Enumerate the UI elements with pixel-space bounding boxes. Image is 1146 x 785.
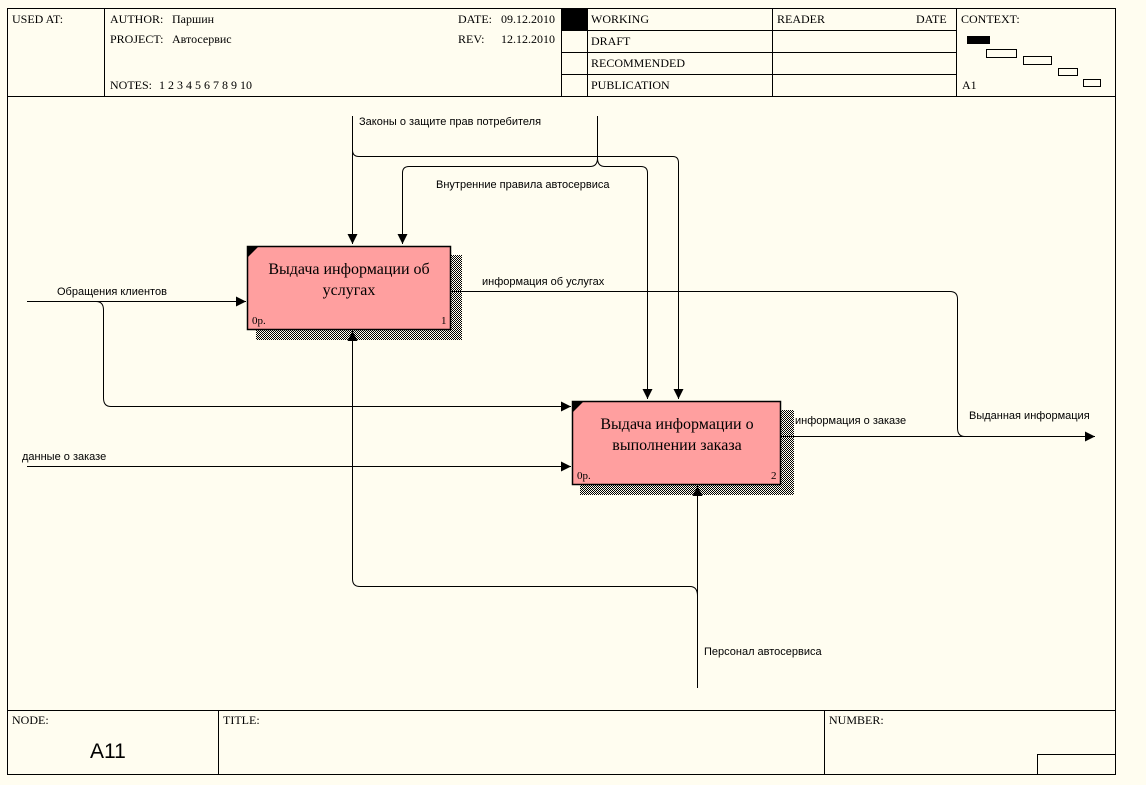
sheet-border	[7, 8, 1116, 775]
arrow-label-output: Выданная информация	[969, 410, 1090, 422]
arrow-label-requests: Обращения клиентов	[57, 286, 167, 298]
reader-label: READER	[777, 12, 825, 26]
activity-box-1[interactable]	[246, 245, 452, 331]
footer-grid	[7, 710, 1116, 775]
project-value: Автосервис	[172, 32, 232, 46]
status-draft[interactable]: DRAFT	[591, 34, 631, 48]
context-thumbnail	[967, 36, 1101, 87]
context-node: A1	[962, 78, 977, 92]
arrow-service-info[interactable]	[451, 291, 966, 437]
arrow-label-rules: Внутренние правила автосервиса	[436, 179, 610, 191]
number-label: NUMBER:	[829, 713, 884, 727]
node-value: A11	[90, 740, 126, 763]
notes-list: 1 2 3 4 5 6 7 8 9 10	[159, 78, 252, 92]
author-label: AUTHOR:	[110, 12, 164, 26]
arrow-requests-to-box2[interactable]	[95, 301, 571, 412]
arrow-label-order-info: информация о заказе	[795, 415, 907, 427]
context-label: CONTEXT:	[961, 12, 1020, 26]
arrow-label-service-info: информация об услугах	[482, 276, 605, 288]
author-value: Паршин	[172, 12, 215, 26]
header-grid	[7, 8, 1116, 97]
box-2-rect	[571, 400, 782, 486]
rev-value: 12.12.2010	[501, 32, 555, 46]
arrow-label-order-data: данные о заказе	[22, 451, 107, 463]
reader-date-label: DATE	[916, 12, 947, 26]
box-1-cost: 0р.	[252, 315, 266, 327]
arrow-label-staff: Персонал автосервиса	[704, 646, 822, 658]
notes-label: NOTES:	[110, 78, 152, 92]
box-1-corner	[248, 247, 258, 257]
arrow-rules-to-box1[interactable]	[397, 116, 598, 244]
title-label: TITLE:	[223, 713, 260, 727]
used-at-label: USED AT:	[12, 12, 64, 26]
box-2-cost: 0р.	[577, 470, 591, 482]
box-2-number: 2	[771, 470, 777, 482]
status-recommended[interactable]: RECOMMENDED	[591, 56, 686, 70]
date-label: DATE:	[458, 12, 492, 26]
box-1-rect	[246, 245, 452, 331]
box-1-number: 1	[441, 315, 447, 327]
arrow-label-law: Законы о защите прав потребителя	[359, 116, 542, 128]
arrow-rules-to-box2[interactable]	[597, 157, 653, 399]
box-2-title[interactable]: Выдача информации о выполнении заказа	[600, 416, 754, 454]
status-working[interactable]: WORKING	[591, 12, 649, 26]
arrow-staff-to-box1[interactable]	[347, 331, 698, 597]
project-label: PROJECT:	[110, 32, 164, 46]
box-2-corner	[573, 402, 583, 412]
arrow-law-to-box2[interactable]	[352, 149, 684, 399]
status-publication[interactable]: PUBLICATION	[591, 78, 670, 92]
rev-label: REV:	[458, 32, 485, 46]
box-1-title[interactable]: Выдача информации об услугах	[268, 261, 430, 299]
node-label: NODE:	[12, 713, 49, 727]
date-value: 09.12.2010	[501, 12, 555, 26]
working-status-marker	[562, 9, 587, 30]
arrow-lines	[27, 116, 1095, 688]
activity-box-2[interactable]	[571, 400, 782, 486]
